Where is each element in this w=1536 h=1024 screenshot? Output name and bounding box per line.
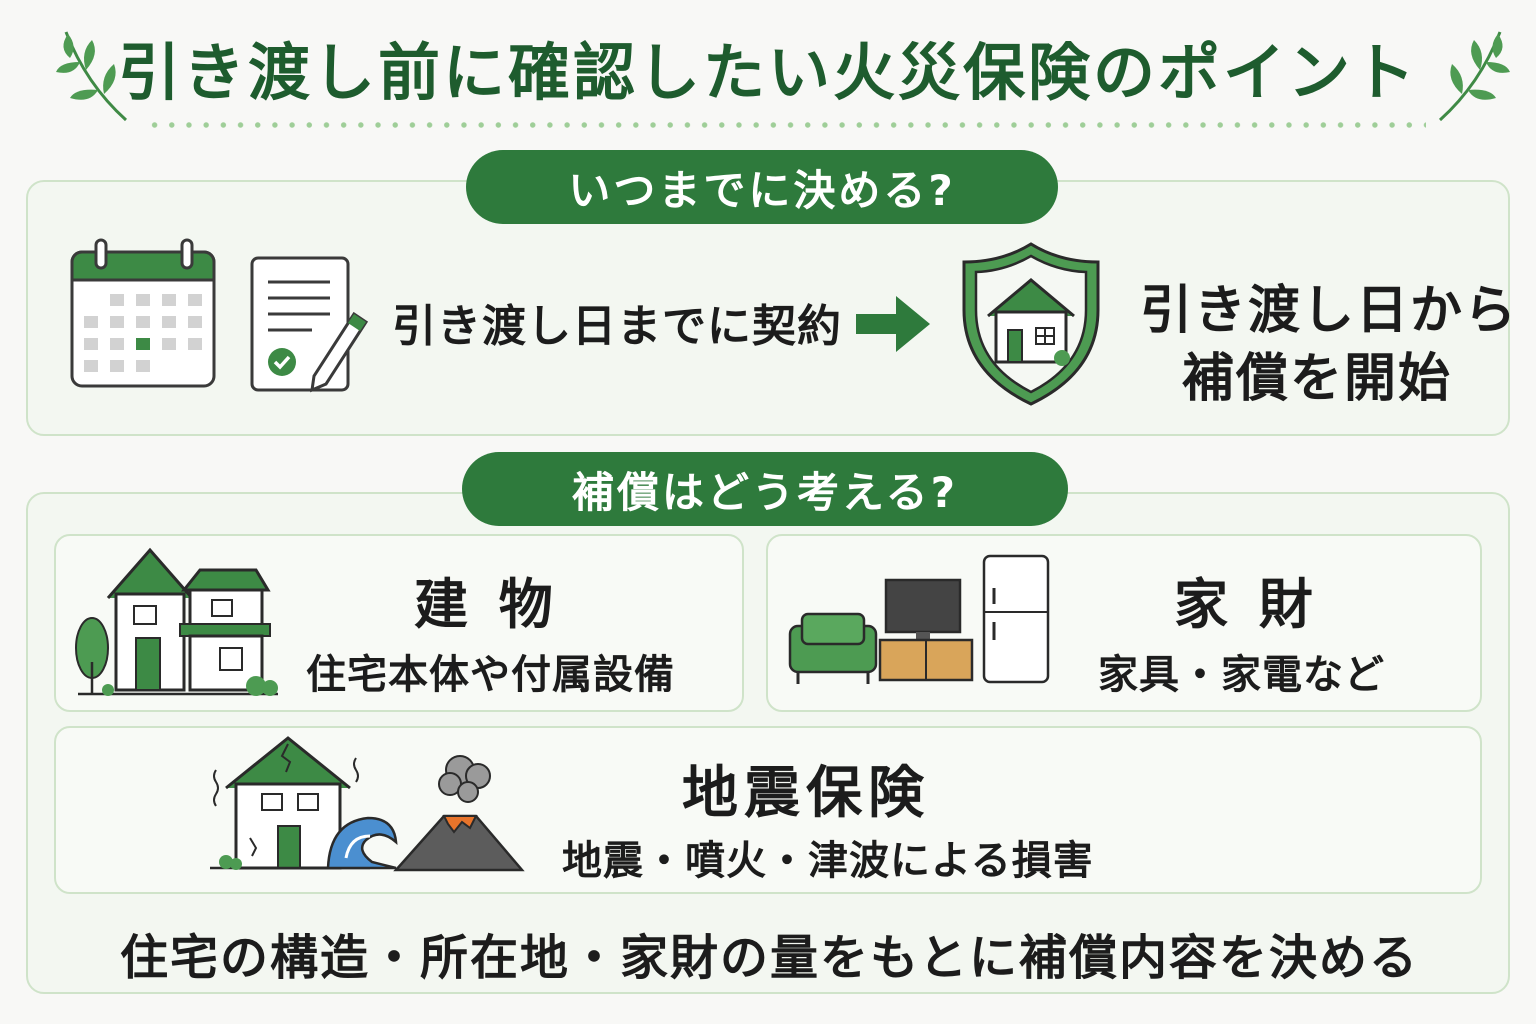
tsunami-wave-icon [326, 816, 398, 870]
coverage-heading: 補償はどう考える? [462, 452, 1068, 526]
dotted-divider [146, 120, 1426, 130]
building-desc: 住宅本体や付属設備 [306, 652, 675, 698]
coverage-start-line1: 引き渡し日から [1140, 281, 1519, 341]
furniture-appliance-icon [788, 554, 1050, 684]
leaf-branch-icon-right [1438, 31, 1510, 122]
earthquake-desc: 地震・噴火・津波による損害 [562, 838, 1094, 884]
contract-document-icon [250, 256, 369, 393]
coverage-footer-text: 住宅の構造・所在地・家財の量をもとに補償内容を決める [120, 930, 1420, 986]
page-title: 引き渡し前に確認したい火災保険のポイント [118, 36, 1419, 109]
arrow-right-icon [856, 296, 930, 352]
contents-title: 家 財 [1174, 573, 1319, 636]
building-title: 建 物 [414, 573, 559, 636]
calendar-icon [70, 238, 216, 388]
coverage-start-line2: 補償を開始 [1182, 349, 1453, 409]
earthquake-house-icon [210, 736, 370, 870]
volcano-icon [393, 755, 525, 872]
contract-deadline-text: 引き渡し日までに契約 [392, 301, 842, 352]
shield-house-icon [962, 242, 1100, 406]
leaf-branch-icon-left [56, 31, 128, 122]
house-icon [75, 547, 278, 696]
contents-desc: 家具・家電など [1098, 652, 1385, 698]
earthquake-title: 地震保険 [682, 761, 930, 826]
when-heading: いつまでに決める? [466, 150, 1058, 224]
